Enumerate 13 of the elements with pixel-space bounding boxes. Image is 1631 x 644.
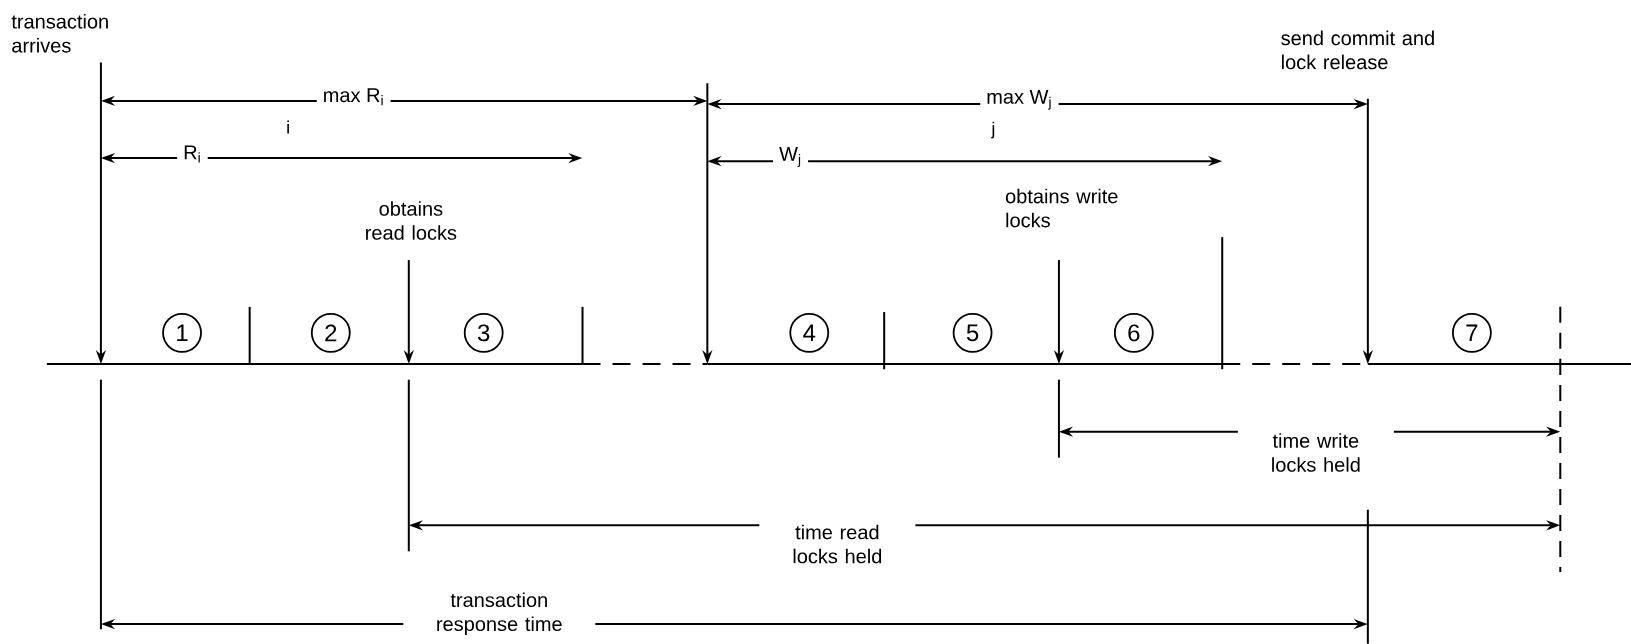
dimension-label: max W$_{j}$ (980, 83, 1059, 116)
dimension-label: time write locks held (1237, 427, 1394, 478)
annotation-text: obtains write locks (1005, 188, 1118, 228)
dimension-label: R$_{i}$ (177, 139, 208, 169)
dimension-label: transaction response time (403, 586, 596, 642)
annotation-text: i (287, 120, 289, 134)
dimension-label: max R$_{i}$ (316, 82, 391, 112)
annotation-text: transaction arrives (11, 14, 108, 53)
annotation-text: obtains read locks (366, 201, 457, 240)
dimension-label: W$_{j}$ (773, 141, 809, 174)
annotation-text: send commit and lock release (1281, 30, 1434, 70)
dimension-label: time read locks held (759, 518, 916, 570)
annotation-text: j (990, 121, 995, 139)
